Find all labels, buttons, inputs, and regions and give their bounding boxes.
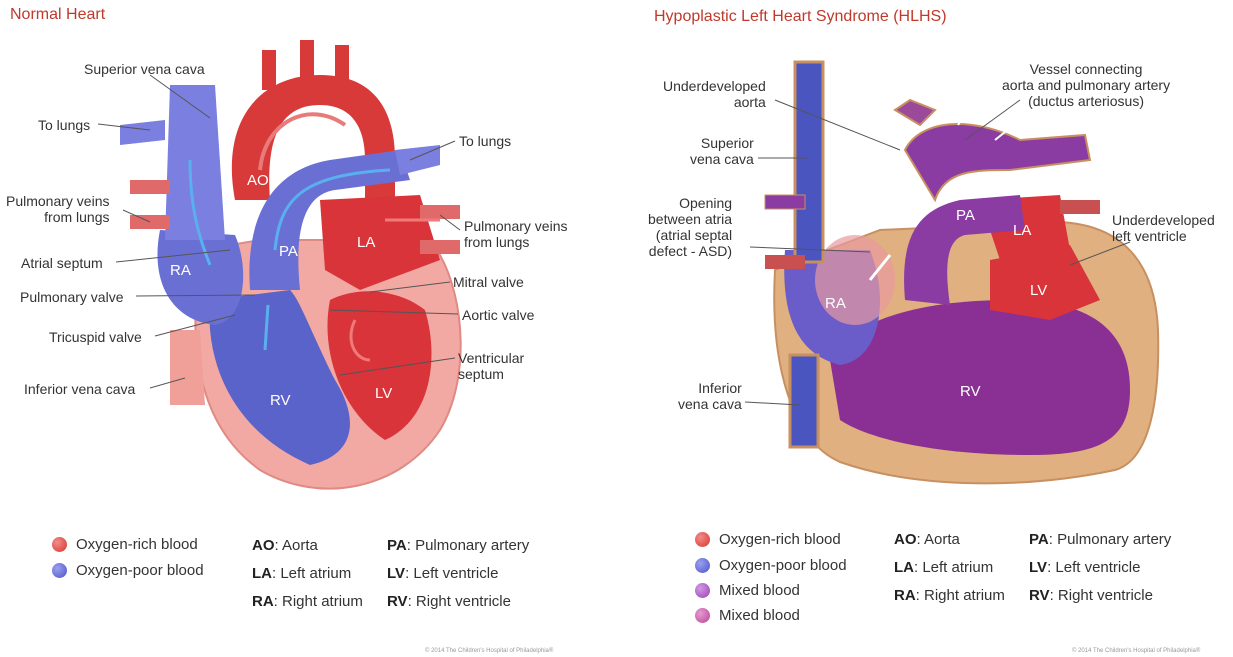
hlhs-pv-left-2 [765, 255, 805, 269]
hlhs-abbr-ao: AO: Aorta [894, 531, 960, 548]
legend-label: Mixed blood [719, 607, 800, 624]
legend-dot-oxygen-poor [695, 558, 710, 573]
hlhs-abbr-pa: PA: Pulmonary artery [1029, 531, 1171, 548]
hlhs-pv-left [765, 195, 805, 209]
copyright-left: © 2014 The Children's Hospital of Philad… [425, 648, 553, 654]
label-hlhs-inferior-vena-cava: Inferior vena cava [678, 380, 742, 412]
copyright-right: © 2014 The Children's Hospital of Philad… [1072, 648, 1200, 654]
hlhs-legend-mixed-2: Mixed blood [695, 607, 800, 624]
hlhs-chamber-la: LA [1013, 222, 1031, 239]
hlhs-abbr-la: LA: Left atrium [894, 559, 993, 576]
legend-label: Oxygen-poor blood [719, 557, 847, 574]
abbr-ra: RA: Right atrium [252, 593, 363, 610]
label-vessel-connecting: Vessel connecting aorta and pulmonary ar… [1002, 61, 1170, 109]
hlhs-legend-oxygen-poor: Oxygen-poor blood [695, 557, 847, 574]
abbr-lv: LV: Left ventricle [387, 565, 498, 582]
hlhs-legend-oxygen-rich: Oxygen-rich blood [695, 531, 841, 548]
abbr-ao: AO: Aorta [252, 537, 318, 554]
legend-label: Oxygen-rich blood [76, 536, 198, 553]
legend-dot-oxygen-rich [695, 532, 710, 547]
legend-oxygen-poor: Oxygen-poor blood [52, 562, 204, 579]
abbr-rv: RV: Right ventricle [387, 593, 511, 610]
abbr-pa: PA: Pulmonary artery [387, 537, 529, 554]
hlhs-abbr-ra: RA: Right atrium [894, 587, 1005, 604]
label-opening-between-atria: Opening between atria (atrial septal def… [648, 195, 732, 259]
legend-dot-oxygen-rich [52, 537, 67, 552]
legend-dot-mixed [695, 583, 710, 598]
legend-dot-oxygen-poor [52, 563, 67, 578]
label-underdeveloped-lv: Underdeveloped left ventricle [1112, 212, 1215, 244]
legend-label: Oxygen-poor blood [76, 562, 204, 579]
hlhs-chamber-ra: RA [825, 295, 846, 312]
label-hlhs-superior-vena-cava: Superior vena cava [690, 135, 754, 167]
hlhs-chamber-rv: RV [960, 383, 981, 400]
legend-dot-mixed-pink [695, 608, 710, 623]
hlhs-chamber-lv: LV [1030, 282, 1047, 299]
legend-oxygen-rich: Oxygen-rich blood [52, 536, 198, 553]
hlhs-ivc-vessel [790, 355, 818, 447]
legend-label: Mixed blood [719, 582, 800, 599]
hlhs-ductus [905, 124, 1090, 200]
hlhs-legend-mixed-1: Mixed blood [695, 582, 800, 599]
legend-label: Oxygen-rich blood [719, 531, 841, 548]
hlhs-pv-right [1060, 200, 1100, 214]
label-underdeveloped-aorta: Underdeveloped aorta [663, 78, 766, 110]
hlhs-abbr-rv: RV: Right ventricle [1029, 587, 1153, 604]
hlhs-chamber-pa: PA [956, 207, 975, 224]
hlhs-svc-vessel [795, 62, 823, 262]
hlhs-aorta-small [895, 100, 935, 125]
abbr-la: LA: Left atrium [252, 565, 351, 582]
hlhs-abbr-lv: LV: Left ventricle [1029, 559, 1140, 576]
